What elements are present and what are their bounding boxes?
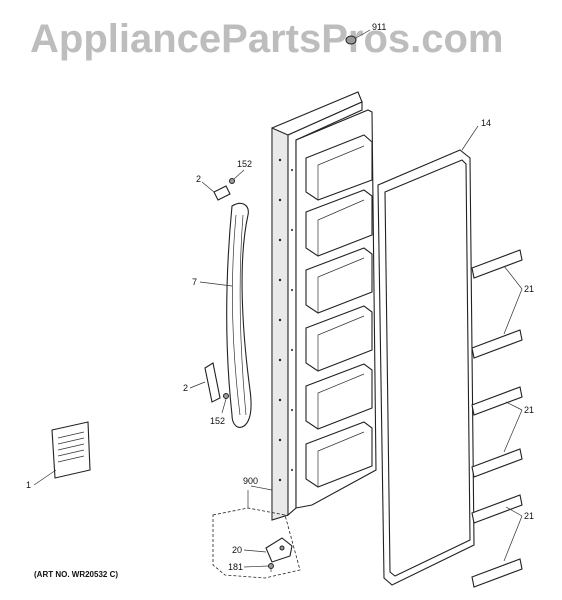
part-20-hinge — [243, 537, 293, 563]
part-152-bottom-screw — [221, 393, 229, 414]
part-7-handle — [199, 202, 252, 428]
callout-2-bottom: 2 — [183, 383, 188, 393]
callout-21-c: 21 — [524, 511, 534, 521]
door-side-holes — [278, 158, 293, 482]
part-900-kit — [212, 485, 301, 579]
callout-911: 911 — [372, 22, 386, 32]
part-21-shelf-bars — [471, 249, 523, 588]
callout-21-a: 21 — [524, 284, 534, 294]
part-2-top-mount — [201, 181, 231, 201]
part-1-manual — [33, 421, 91, 486]
art-number: (ART NO. WR20532 C) — [34, 570, 118, 579]
part-152-top-screw — [229, 169, 245, 184]
callout-152-top: 152 — [237, 159, 252, 169]
callout-1: 1 — [26, 480, 31, 490]
callout-20: 20 — [232, 545, 242, 555]
callout-181: 181 — [228, 562, 243, 572]
door-assembly — [271, 91, 377, 521]
callout-7: 7 — [192, 277, 197, 287]
callout-900: 900 — [243, 476, 258, 486]
part-181-screw — [243, 563, 274, 572]
callout-14: 14 — [481, 118, 491, 128]
part-911-plug — [345, 29, 371, 45]
part-2-bottom-mount — [189, 362, 221, 403]
door-bins — [305, 134, 373, 488]
callout-2-top: 2 — [196, 174, 201, 184]
callout-152-bottom: 152 — [210, 416, 225, 426]
part-14-gasket — [377, 125, 479, 586]
watermark-text: AppliancePartsPros.com — [30, 17, 504, 61]
callout-21-b: 21 — [524, 405, 534, 415]
